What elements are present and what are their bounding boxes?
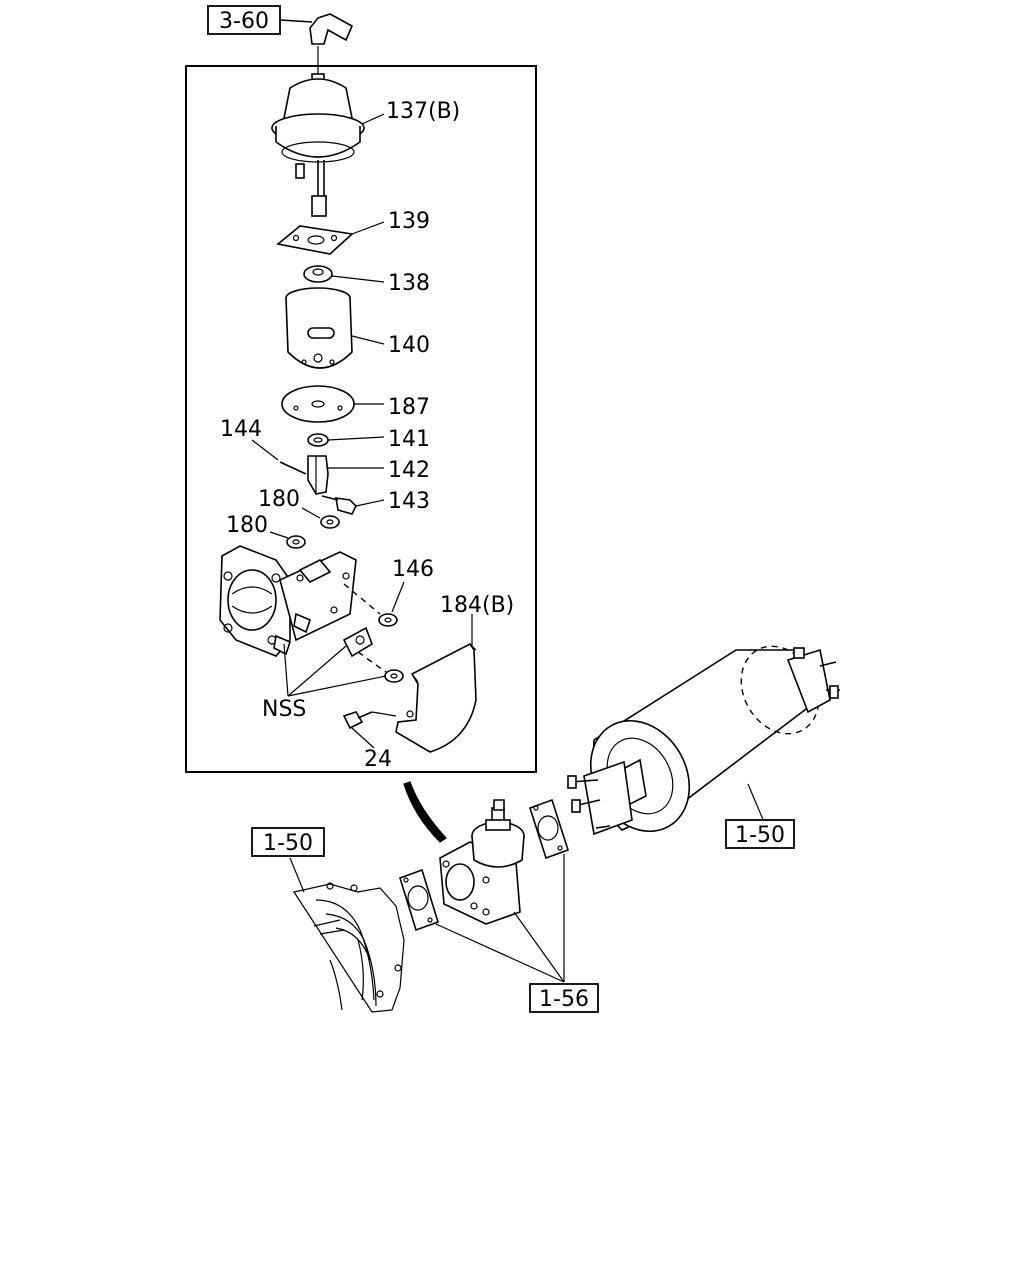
exhaust-brake-valve-assembly[interactable] bbox=[219, 545, 373, 658]
nut-180-upper[interactable] bbox=[301, 507, 340, 529]
callout-180-upper: 180 bbox=[258, 487, 300, 512]
callout-180-lower: 180 bbox=[226, 513, 268, 538]
pin-143[interactable] bbox=[321, 495, 385, 515]
vacuum-hose bbox=[279, 13, 354, 78]
grommet-138[interactable] bbox=[303, 265, 385, 283]
callout-138: 138 bbox=[388, 271, 430, 296]
nut-141[interactable] bbox=[307, 433, 385, 447]
ref-box-3-60[interactable]: 3-60 bbox=[207, 5, 281, 35]
ref-1-50-right-label: 1-50 bbox=[735, 823, 785, 848]
callout-184b: 184(B) bbox=[440, 593, 514, 618]
clevis-142[interactable] bbox=[307, 455, 384, 495]
callout-140: 140 bbox=[388, 333, 430, 358]
ref-1-50-left-label: 1-50 bbox=[263, 831, 313, 856]
callout-143: 143 bbox=[388, 489, 430, 514]
ref-1-56-leaders bbox=[435, 854, 565, 983]
ref-box-1-50-right[interactable]: 1-50 bbox=[725, 819, 795, 849]
gasket-left[interactable] bbox=[399, 868, 439, 932]
bolt-24[interactable] bbox=[342, 711, 397, 749]
plate-139[interactable] bbox=[276, 221, 385, 255]
ref-1-56-label: 1-56 bbox=[539, 987, 589, 1012]
callout-187: 187 bbox=[388, 395, 430, 420]
plate-187[interactable] bbox=[281, 385, 384, 423]
nut-nss[interactable] bbox=[283, 643, 404, 697]
ref-box-1-56[interactable]: 1-56 bbox=[529, 983, 599, 1013]
callout-137b: 137(B) bbox=[386, 99, 460, 124]
heat-shield-184b[interactable] bbox=[395, 614, 477, 753]
cover-140[interactable] bbox=[285, 287, 385, 369]
ref-box-1-50-left[interactable]: 1-50 bbox=[251, 827, 325, 857]
pin-144[interactable] bbox=[251, 439, 307, 475]
callout-146: 146 bbox=[392, 557, 434, 582]
installed-valve[interactable] bbox=[439, 799, 525, 925]
callout-139: 139 bbox=[388, 209, 430, 234]
nut-146[interactable] bbox=[343, 581, 405, 627]
callout-141: 141 bbox=[388, 427, 430, 452]
callout-142: 142 bbox=[388, 458, 430, 483]
muffler[interactable] bbox=[567, 632, 840, 849]
gasket-right[interactable] bbox=[529, 798, 569, 860]
location-arrow bbox=[403, 781, 447, 843]
callout-nss: NSS bbox=[262, 697, 306, 722]
detail-frame bbox=[185, 65, 537, 773]
exhaust-manifold[interactable] bbox=[289, 857, 405, 1013]
actuator-137b[interactable] bbox=[271, 73, 385, 217]
nut-180-lower[interactable] bbox=[269, 531, 306, 549]
callout-144: 144 bbox=[220, 417, 262, 442]
ref-3-60-label: 3-60 bbox=[219, 9, 269, 34]
callout-24: 24 bbox=[364, 747, 392, 772]
